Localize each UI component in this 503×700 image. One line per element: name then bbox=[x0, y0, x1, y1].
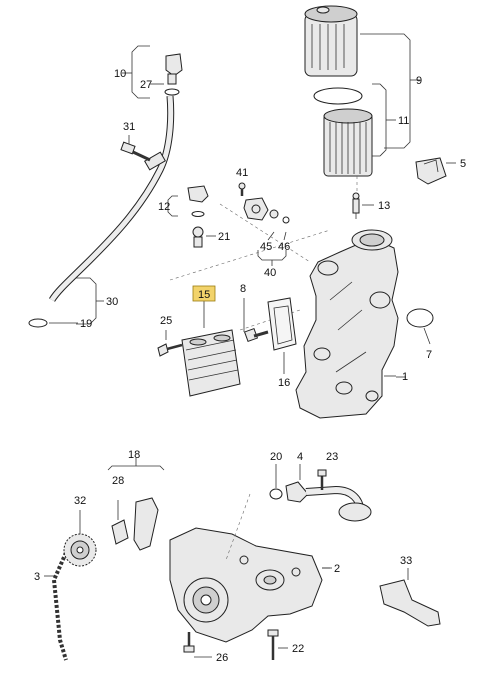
dipstick-tube[interactable] bbox=[48, 95, 175, 302]
oil-filter-oring[interactable] bbox=[313, 87, 363, 105]
callout-20[interactable]: 20 bbox=[270, 451, 282, 463]
valve-housing[interactable] bbox=[243, 197, 269, 221]
callout-27[interactable]: 27 bbox=[140, 79, 152, 91]
tensioner-rail[interactable] bbox=[133, 497, 159, 551]
oil-filter-cap[interactable] bbox=[304, 5, 358, 77]
callout-8[interactable]: 8 bbox=[240, 283, 246, 295]
callout-22[interactable]: 22 bbox=[292, 643, 304, 655]
clip-part-5[interactable] bbox=[415, 157, 447, 185]
callout-15[interactable]: 15 bbox=[198, 289, 210, 301]
oil-cooler[interactable] bbox=[181, 329, 241, 397]
callout-23[interactable]: 23 bbox=[326, 451, 338, 463]
oil-pressure-sensor-12[interactable] bbox=[187, 185, 209, 217]
callout-26[interactable]: 26 bbox=[216, 652, 228, 664]
bolt-26[interactable] bbox=[183, 632, 195, 653]
callout-4[interactable]: 4 bbox=[297, 451, 303, 463]
timing-chain-3[interactable] bbox=[51, 547, 70, 661]
callout-12[interactable]: 12 bbox=[158, 201, 170, 213]
sprocket-32[interactable] bbox=[63, 533, 97, 567]
callout-33[interactable]: 33 bbox=[400, 555, 412, 567]
bolt-25[interactable] bbox=[157, 343, 183, 357]
oil-pickup-pipe-4[interactable] bbox=[285, 481, 372, 522]
callout-3[interactable]: 3 bbox=[34, 571, 40, 583]
oring-7[interactable] bbox=[406, 308, 434, 328]
callout-32[interactable]: 32 bbox=[74, 495, 86, 507]
bolt-23[interactable] bbox=[317, 469, 327, 490]
callout-28[interactable]: 28 bbox=[112, 475, 124, 487]
callout-18[interactable]: 18 bbox=[128, 449, 140, 461]
bracket-33[interactable] bbox=[379, 579, 441, 627]
callout-45[interactable]: 45 bbox=[260, 241, 272, 253]
bolt-31[interactable] bbox=[120, 141, 151, 162]
callout-21[interactable]: 21 bbox=[218, 231, 230, 243]
oring-27[interactable] bbox=[164, 88, 180, 96]
gasket-16[interactable] bbox=[267, 297, 297, 351]
callout-46[interactable]: 46 bbox=[278, 241, 290, 253]
callout-31[interactable]: 31 bbox=[123, 121, 135, 133]
callout-2[interactable]: 2 bbox=[334, 563, 340, 575]
callout-30[interactable]: 30 bbox=[106, 296, 118, 308]
oil-filter-element[interactable] bbox=[323, 108, 373, 177]
callout-41[interactable]: 41 bbox=[236, 167, 248, 179]
tensioner-28[interactable] bbox=[111, 500, 129, 545]
bolt-41[interactable] bbox=[238, 182, 246, 196]
callout-11[interactable]: 11 bbox=[398, 115, 409, 127]
oil-pump[interactable] bbox=[169, 527, 323, 643]
callout-25[interactable]: 25 bbox=[160, 315, 172, 327]
oring-19[interactable] bbox=[28, 318, 48, 328]
oil-filter-housing[interactable] bbox=[295, 229, 399, 419]
callout-13[interactable]: 13 bbox=[378, 200, 390, 212]
callout-5[interactable]: 5 bbox=[460, 158, 466, 170]
washer-45[interactable] bbox=[269, 209, 279, 219]
bolt-22[interactable] bbox=[267, 629, 279, 660]
callout-19[interactable]: 19 bbox=[80, 318, 92, 330]
bolt-8[interactable] bbox=[243, 327, 269, 343]
callout-10[interactable]: 10 bbox=[114, 68, 126, 80]
callout-16[interactable]: 16 bbox=[278, 377, 290, 389]
oring-46[interactable] bbox=[282, 216, 290, 224]
highlight-15-box bbox=[192, 285, 216, 302]
callout-9[interactable]: 9 bbox=[416, 75, 422, 87]
dipstick-handle[interactable] bbox=[165, 53, 183, 85]
sensor-part-13[interactable] bbox=[352, 192, 360, 219]
callout-1[interactable]: 1 bbox=[402, 371, 408, 383]
callout-40[interactable]: 40 bbox=[264, 267, 276, 279]
callout-7[interactable]: 7 bbox=[426, 349, 432, 361]
sensor-21[interactable] bbox=[192, 226, 204, 248]
oring-20[interactable] bbox=[269, 488, 283, 500]
